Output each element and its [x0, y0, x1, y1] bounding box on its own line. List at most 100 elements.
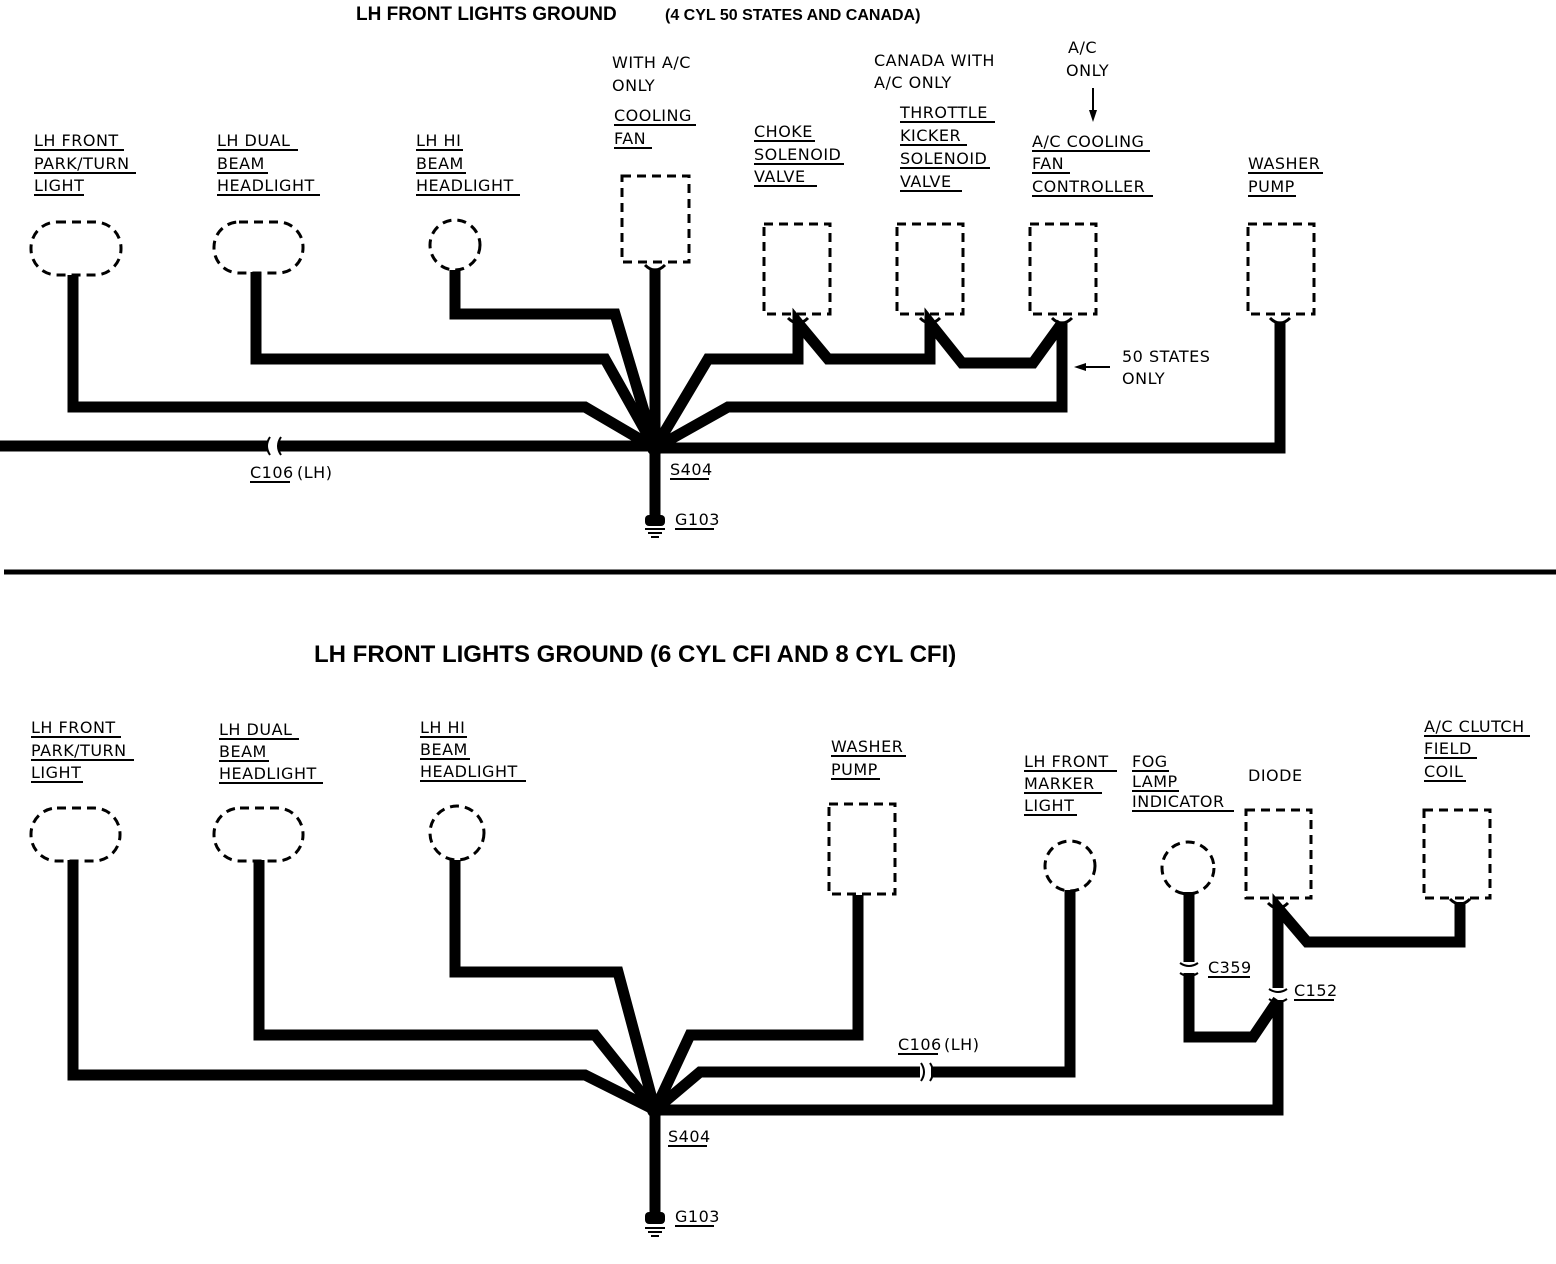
ground-g103-bottom-icon	[645, 1212, 665, 1237]
svg-text:A/C CLUTCH: A/C CLUTCH	[1424, 717, 1525, 736]
svg-text:PARK/TURN: PARK/TURN	[34, 154, 130, 173]
svg-text:ONLY: ONLY	[1122, 369, 1165, 388]
label-s404-top: S404	[670, 460, 713, 480]
svg-text:LIGHT: LIGHT	[1024, 796, 1074, 815]
label-fog-lamp-indicator: FOG LAMP INDICATOR	[1132, 752, 1234, 812]
svg-text:A/C COOLING: A/C COOLING	[1032, 132, 1144, 151]
lh-front-park-turn-light-top	[29, 220, 123, 277]
cooling-fan-box	[620, 174, 691, 264]
svg-text:LH DUAL: LH DUAL	[217, 131, 290, 150]
washer-pump-box-bottom	[827, 802, 897, 896]
ground-g103-top-icon	[645, 515, 665, 538]
connector-c152	[1268, 988, 1288, 1003]
label-washer-pump-top: WASHER PUMP	[1248, 154, 1323, 197]
svg-text:C106: C106	[898, 1035, 942, 1054]
svg-text:LH HI: LH HI	[420, 718, 465, 737]
svg-text:INDICATOR: INDICATOR	[1132, 792, 1225, 811]
label-c106-bottom: C106 (LH)	[898, 1035, 979, 1055]
svg-text:VALVE: VALVE	[754, 167, 806, 186]
lh-dual-beam-headlight-bottom	[212, 806, 305, 863]
throttle-kicker-solenoid-valve-box	[895, 222, 965, 316]
diagram-title-bottom: LH FRONT LIGHTS GROUND (6 CYL CFI AND 8 …	[314, 641, 956, 668]
label-lh-dual-beam-top: LH DUAL BEAM HEADLIGHT	[217, 131, 320, 196]
svg-text:S404: S404	[670, 460, 713, 479]
svg-text:DIODE: DIODE	[1248, 766, 1303, 785]
lh-front-marker-light	[1043, 839, 1097, 893]
svg-text:WASHER: WASHER	[1248, 154, 1320, 173]
svg-text:MARKER: MARKER	[1024, 774, 1095, 793]
svg-text:C359: C359	[1208, 958, 1252, 977]
connector-c106-top	[266, 436, 282, 456]
svg-text:A/C ONLY: A/C ONLY	[874, 73, 952, 92]
svg-text:LH FRONT: LH FRONT	[34, 131, 119, 150]
svg-text:BEAM: BEAM	[217, 154, 265, 173]
svg-text:FAN: FAN	[614, 129, 646, 148]
label-g103-bottom: G103	[675, 1207, 720, 1227]
label-choke-solenoid-valve: CHOKE SOLENOID VALVE	[754, 122, 844, 187]
svg-text:G103: G103	[675, 510, 720, 529]
diagram-title-sub: (4 CYL 50 STATES AND CANADA)	[665, 7, 920, 24]
label-lh-hi-beam-bottom: LH HI BEAM HEADLIGHT	[420, 718, 526, 782]
diagram-4cyl: LH FRONT LIGHTS GROUND (4 CYL 50 STATES …	[0, 4, 1323, 538]
label-lh-front-park-turn-top: LH FRONT PARK/TURN LIGHT	[34, 131, 136, 196]
splice-s404-top	[647, 440, 663, 456]
label-lh-hi-beam-top: LH HI BEAM HEADLIGHT	[416, 131, 520, 196]
label-ac-clutch-field-coil: A/C CLUTCH FIELD COIL	[1424, 717, 1530, 782]
svg-text:LH FRONT: LH FRONT	[1024, 752, 1109, 771]
svg-text:SOLENOID: SOLENOID	[900, 149, 987, 168]
svg-text:HEADLIGHT: HEADLIGHT	[420, 762, 518, 781]
label-lh-dual-beam-bottom: LH DUAL BEAM HEADLIGHT	[219, 720, 323, 784]
label-throttle-kicker: CANADA WITH A/C ONLY THROTTLE KICKER SOL…	[874, 51, 995, 192]
svg-text:THROTTLE: THROTTLE	[899, 103, 988, 122]
svg-text:COOLING: COOLING	[614, 106, 692, 125]
washer-pump-box-top	[1246, 222, 1316, 316]
terminal-caps-top	[643, 263, 1292, 325]
label-c106-top: C106 (LH)	[250, 463, 332, 483]
splice-s404-bottom	[647, 1102, 663, 1118]
svg-text:(LH): (LH)	[297, 463, 332, 482]
svg-text:HEADLIGHT: HEADLIGHT	[416, 176, 514, 195]
svg-text:LIGHT: LIGHT	[31, 763, 81, 782]
label-diode: DIODE	[1248, 766, 1303, 785]
label-c152: C152	[1294, 981, 1338, 1001]
label-cooling-fan: WITH A/C ONLY COOLING FAN	[612, 53, 696, 149]
lh-hi-beam-headlight-bottom	[428, 804, 486, 862]
svg-text:50 STATES: 50 STATES	[1122, 347, 1210, 366]
ac-cooling-fan-controller-box	[1028, 222, 1098, 316]
label-lh-front-park-turn-bottom: LH FRONT PARK/TURN LIGHT	[31, 718, 134, 783]
svg-text:PARK/TURN: PARK/TURN	[31, 741, 127, 760]
wires-top	[0, 270, 1286, 515]
svg-text:HEADLIGHT: HEADLIGHT	[219, 764, 317, 783]
label-washer-pump-bottom: WASHER PUMP	[831, 737, 906, 780]
label-s404-bottom: S404	[668, 1127, 711, 1147]
lh-hi-beam-headlight-top	[428, 218, 482, 272]
diagram-title-main: LH FRONT LIGHTS GROUND	[356, 4, 617, 25]
svg-text:LH DUAL: LH DUAL	[219, 720, 292, 739]
svg-text:S404: S404	[668, 1127, 711, 1146]
label-c359: C359	[1208, 958, 1252, 978]
diagram-6-8cyl: LH FRONT LIGHTS GROUND (6 CYL CFI AND 8 …	[29, 641, 1530, 1237]
svg-text:LIGHT: LIGHT	[34, 176, 84, 195]
connector-c106-bottom	[920, 1062, 934, 1082]
lh-dual-beam-headlight-top	[212, 220, 305, 275]
svg-text:VALVE: VALVE	[900, 172, 952, 191]
svg-text:COIL: COIL	[1424, 762, 1463, 781]
svg-text:CHOKE: CHOKE	[754, 122, 813, 141]
svg-text:SOLENOID: SOLENOID	[754, 145, 841, 164]
svg-text:LH FRONT: LH FRONT	[31, 718, 116, 737]
svg-text:G103: G103	[675, 1207, 720, 1226]
label-lh-front-marker-light: LH FRONT MARKER LIGHT	[1024, 752, 1117, 816]
svg-text:C152: C152	[1294, 981, 1338, 1000]
lh-front-park-turn-light-bottom	[29, 806, 122, 863]
svg-text:PUMP: PUMP	[831, 760, 878, 779]
svg-text:LAMP: LAMP	[1132, 772, 1178, 791]
svg-text:FOG: FOG	[1132, 752, 1168, 771]
fog-lamp-indicator	[1160, 840, 1216, 896]
connector-c359	[1179, 962, 1199, 977]
svg-text:FIELD: FIELD	[1424, 739, 1472, 758]
svg-text:CONTROLLER: CONTROLLER	[1032, 177, 1145, 196]
svg-text:ONLY: ONLY	[1066, 61, 1109, 80]
svg-text:BEAM: BEAM	[219, 742, 267, 761]
label-ac-cooling-fan-controller: A/C ONLY A/C COOLING FAN CONTROLLER	[1032, 38, 1153, 197]
